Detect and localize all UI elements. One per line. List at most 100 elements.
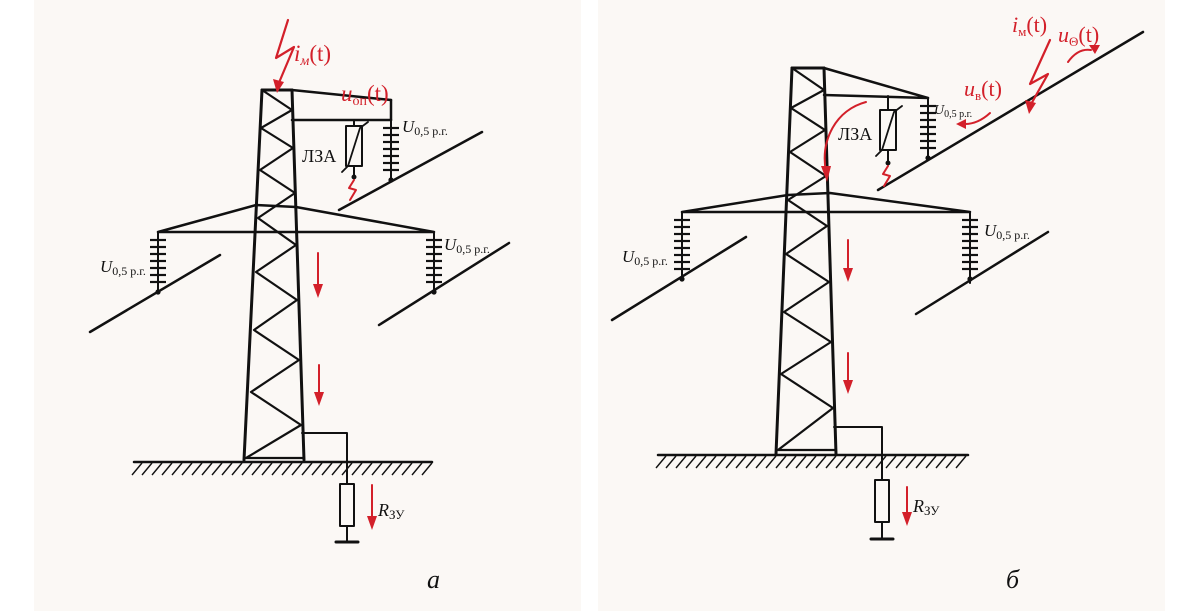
ground-hatch — [421, 462, 433, 476]
ground-b — [655, 453, 970, 469]
conductor-right-b — [914, 230, 1050, 316]
wave-arrow-left-b — [956, 112, 991, 129]
insulator-string-right-b — [962, 211, 978, 284]
current-arrow-lower-b — [843, 352, 853, 394]
ground-hatch — [131, 462, 143, 476]
ground-hatch — [795, 455, 807, 469]
ground-hatch — [371, 462, 383, 476]
ground-hatch — [685, 455, 697, 469]
ground-hatch — [895, 455, 907, 469]
ground-hatch — [755, 455, 767, 469]
resistor-label-a: RЗУ — [377, 500, 405, 522]
ground-hatch — [321, 462, 333, 476]
ground-hatch — [291, 462, 303, 476]
conductor-right-a — [377, 241, 511, 327]
ground-hatch — [705, 455, 717, 469]
ground-hatch — [675, 455, 687, 469]
insulator-label-right-a: U0,5 р.г. — [444, 235, 490, 256]
insulator-label-right-b: U0,5 р.г. — [984, 221, 1030, 242]
insulator-label-top-b: U0,5 р.г. — [934, 103, 972, 120]
ground-hatch — [251, 462, 263, 476]
tower-b — [774, 66, 838, 456]
insulator-label-left-b: U0,5 р.г. — [622, 247, 668, 268]
insulator-label-left-a: U0,5 р.г. — [100, 257, 146, 278]
conductor-left-a — [88, 253, 222, 334]
ground-hatch — [845, 455, 857, 469]
ground-hatch — [411, 462, 423, 476]
conductor-top-a — [337, 130, 484, 212]
grounding-resistor-b — [833, 426, 895, 541]
ground-hatch — [301, 462, 313, 476]
panel-b-svg: iм(t) uΘ(t) uв(t) ЛЗА U0,5 р.г. U0,5 р.г… — [610, 12, 1145, 594]
upper-crossarm-b — [822, 66, 930, 100]
current-label-a: iм(t) — [294, 41, 331, 69]
current-label-b: iм(t) — [1012, 12, 1047, 39]
ground-hatch — [161, 462, 173, 476]
ground-hatch — [281, 462, 293, 476]
upper-crossarm-a — [290, 88, 393, 122]
ground-hatch — [925, 455, 937, 469]
insulator-string-top-a — [383, 119, 399, 183]
ground-hatch — [885, 455, 897, 469]
ground-hatch — [221, 462, 233, 476]
ground-hatch — [331, 462, 343, 476]
lightning-bolt-b — [1028, 38, 1052, 108]
ground-hatch — [191, 462, 203, 476]
current-arrow-resistor-a — [367, 484, 377, 530]
ground-hatch — [311, 462, 323, 476]
ground-hatch — [935, 455, 947, 469]
ground-hatch — [665, 455, 677, 469]
current-arrow-upper-b — [843, 239, 853, 282]
lower-crossarm-a — [156, 203, 436, 234]
arrester-label-a: ЛЗА — [302, 146, 336, 166]
ground-hatch — [765, 455, 777, 469]
ground-hatch — [391, 462, 403, 476]
current-arrow-resistor-b — [902, 486, 912, 526]
ground-hatch — [151, 462, 163, 476]
ground-hatch — [955, 455, 967, 469]
ground-hatch — [945, 455, 957, 469]
current-arrow-lower-a — [314, 364, 324, 406]
voltage-label-a: uоп(t) — [341, 81, 389, 109]
insulator-string-left-a — [150, 231, 166, 295]
ground-hatch — [805, 455, 817, 469]
arrester-b — [875, 95, 903, 187]
ground-hatch — [815, 455, 827, 469]
conductor-top-b — [876, 30, 1145, 192]
ground-hatch — [171, 462, 183, 476]
ground-a — [131, 460, 434, 476]
diagram-panel-a: iм(t) uоп(t) ЛЗА U0,5 р.г. U0,5 р.г. U0,… — [34, 0, 581, 611]
ground-hatch — [381, 462, 393, 476]
ground-hatch — [231, 462, 243, 476]
insulator-string-left-b — [674, 211, 690, 282]
ground-hatch — [725, 455, 737, 469]
ground-hatch — [835, 455, 847, 469]
wave-label-left-b: uв(t) — [964, 76, 1002, 103]
ground-hatch — [905, 455, 917, 469]
ground-hatch — [351, 462, 363, 476]
diagram-panel-b: iм(t) uΘ(t) uв(t) ЛЗА U0,5 р.г. U0,5 р.г… — [598, 0, 1165, 611]
wave-label-right-b: uΘ(t) — [1058, 22, 1099, 49]
panel-caption-a: а — [427, 565, 440, 594]
ground-hatch — [655, 455, 667, 469]
tower-a — [242, 88, 306, 462]
lower-crossarm-b — [680, 191, 972, 214]
ground-hatch — [825, 455, 837, 469]
ground-hatch — [401, 462, 413, 476]
ground-hatch — [775, 455, 787, 469]
ground-hatch — [785, 455, 797, 469]
ground-hatch — [695, 455, 707, 469]
grounding-resistor-a — [301, 432, 360, 544]
ground-hatch — [181, 462, 193, 476]
lightning-bolt-a — [274, 18, 296, 87]
insulator-string-top-b — [920, 97, 936, 161]
panel-a-svg: iм(t) uоп(t) ЛЗА U0,5 р.г. U0,5 р.г. U0,… — [88, 18, 511, 594]
ground-hatch — [141, 462, 153, 476]
insulator-string-right-a — [426, 231, 442, 295]
ground-hatch — [211, 462, 223, 476]
ground-hatch — [865, 455, 877, 469]
current-arrow-upper-a — [313, 252, 323, 298]
arrester-label-b: ЛЗА — [838, 124, 872, 144]
ground-hatch — [745, 455, 757, 469]
ground-hatch — [241, 462, 253, 476]
